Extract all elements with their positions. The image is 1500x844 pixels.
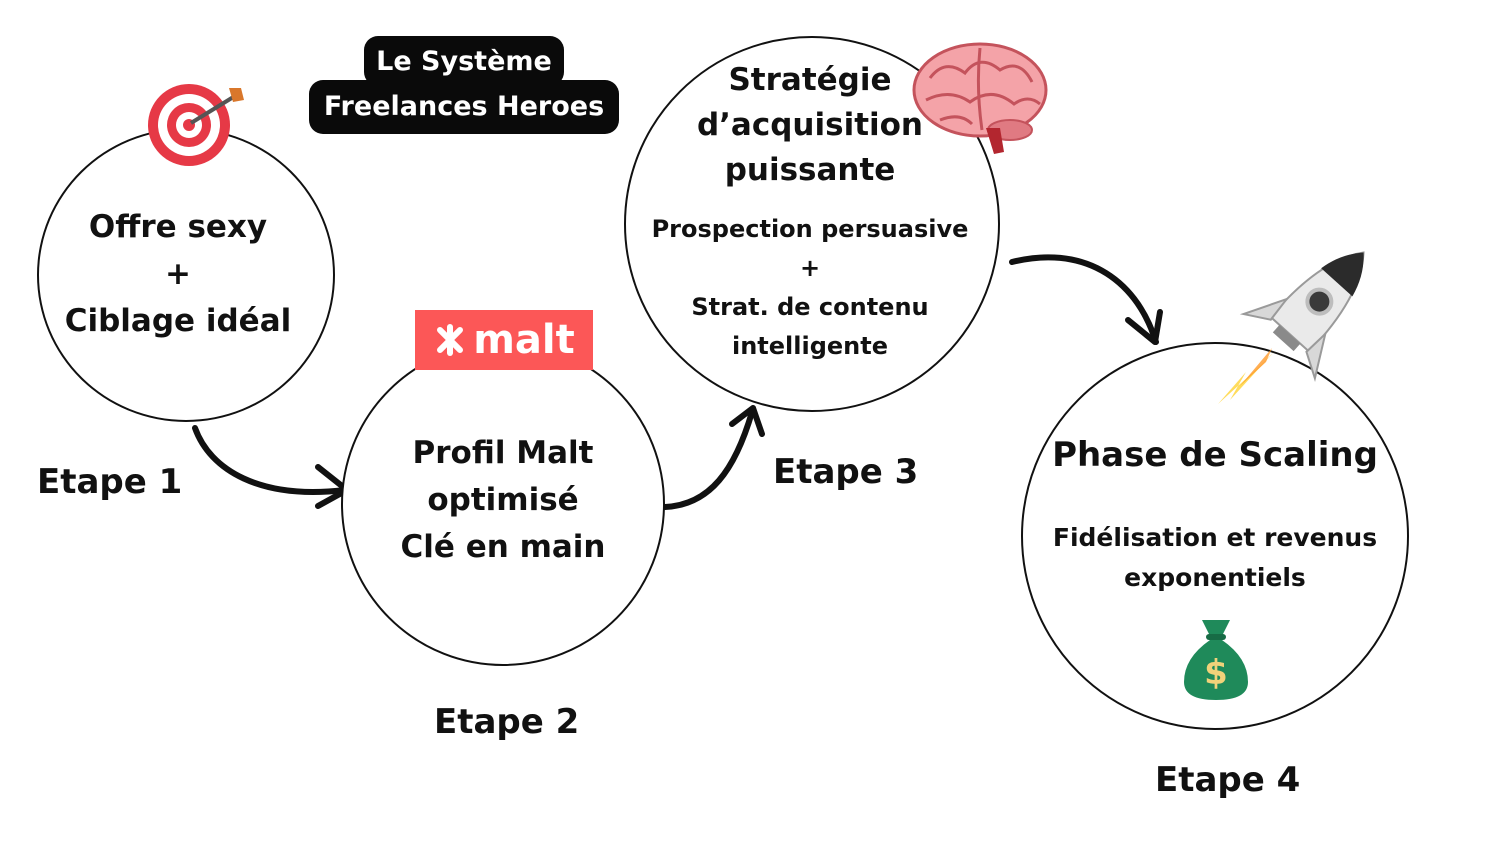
target-icon bbox=[148, 84, 244, 166]
step2-line3: Clé en main bbox=[400, 529, 606, 565]
step3-line1: Prospection persuasive bbox=[651, 215, 969, 243]
step1-line2: + bbox=[165, 256, 191, 292]
step4-line2: exponentiels bbox=[1124, 563, 1306, 592]
step2-line1: Profil Malt bbox=[412, 435, 594, 471]
step4-label: Etape 4 bbox=[1155, 760, 1301, 800]
step1-label: Etape 1 bbox=[37, 462, 183, 502]
malt-logo: malt bbox=[415, 310, 593, 370]
step3-line2: + bbox=[799, 254, 821, 282]
step2-text: Profil Malt optimisé Clé en main bbox=[363, 430, 643, 571]
step3-heading-line3: puissante bbox=[724, 152, 896, 188]
step2-line2: optimisé bbox=[427, 482, 579, 518]
money-bag-symbol: $ bbox=[1204, 653, 1228, 693]
money-bag-icon: $ bbox=[1184, 620, 1248, 700]
step2-label: Etape 2 bbox=[434, 702, 580, 742]
title-badge-line2: Freelances Heroes bbox=[309, 80, 619, 134]
arrow-step2-to-step3 bbox=[662, 409, 755, 510]
step1-line3: Ciblage idéal bbox=[64, 303, 292, 339]
step4-text: Fidélisation et revenus exponentiels bbox=[1030, 518, 1400, 598]
step1-line1: Offre sexy bbox=[88, 209, 268, 245]
step3-line3: Strat. de contenu bbox=[691, 293, 929, 321]
step4-line1: Fidélisation et revenus bbox=[1052, 523, 1378, 552]
arrowhead-step4 bbox=[1125, 309, 1163, 345]
title-badge-line1: Le Système bbox=[364, 36, 564, 86]
arrow-step3-to-step4 bbox=[1009, 254, 1159, 345]
step3-label: Etape 3 bbox=[773, 452, 919, 492]
step1-text: Offre sexy + Ciblage idéal bbox=[48, 204, 308, 345]
arrowhead-step3 bbox=[729, 405, 765, 437]
brain-icon bbox=[912, 42, 1048, 154]
malt-logo-text: malt bbox=[473, 317, 575, 363]
malt-asterisk-icon bbox=[437, 324, 464, 356]
rocket-icon bbox=[1218, 251, 1365, 404]
step3-heading-line2: d’acquisition bbox=[696, 107, 924, 143]
step3-line4: intelligente bbox=[731, 332, 889, 360]
step3-heading: Stratégie d’acquisition puissante bbox=[640, 58, 980, 193]
step1-circle bbox=[37, 128, 335, 422]
step3-text: Prospection persuasive + Strat. de conte… bbox=[640, 210, 980, 366]
arrow-step1-to-step2 bbox=[192, 425, 348, 495]
step3-heading-line1: Stratégie bbox=[728, 62, 892, 98]
step4-heading: Phase de Scaling bbox=[1052, 435, 1378, 475]
